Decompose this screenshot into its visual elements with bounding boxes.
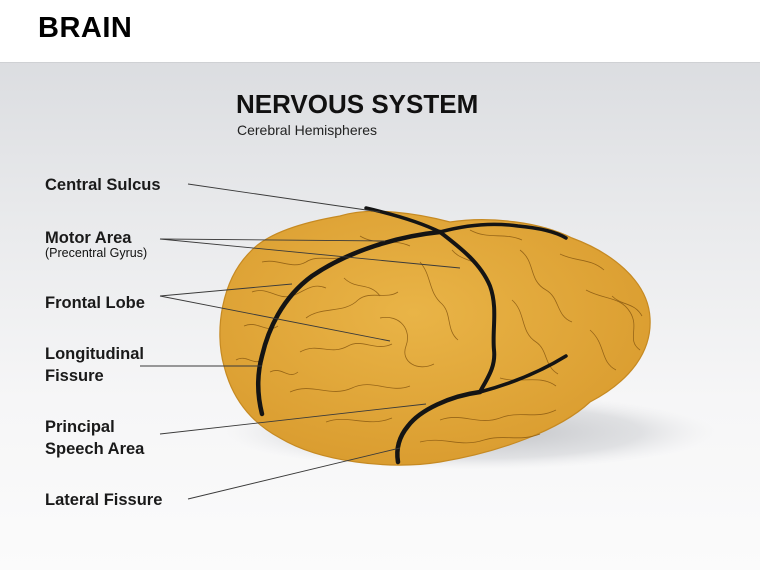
- brain-shape: [219, 210, 651, 466]
- page-title: BRAIN: [38, 12, 133, 44]
- gyri-lines: [235, 229, 643, 444]
- label-central-sulcus: Central Sulcus: [45, 176, 161, 194]
- longitudinal-fissure-line: [256, 229, 443, 417]
- label-lateral-fissure: Lateral Fissure: [45, 491, 163, 509]
- label-principal-speech-line1: Principal: [45, 418, 115, 436]
- leader-frontal-lobe-2: [159, 295, 391, 342]
- header-bar: BRAIN: [0, 0, 760, 63]
- leader-central-sulcus: [187, 183, 381, 213]
- leader-lateral-fissure: [187, 447, 401, 500]
- fissures: [256, 206, 568, 465]
- leader-motor-area-2: [159, 238, 461, 269]
- lateral-fissure-line: [395, 389, 483, 465]
- label-principal-speech-line2: Speech Area: [45, 440, 145, 458]
- leader-speech-area: [159, 403, 427, 435]
- leader-frontal-lobe-1: [159, 283, 293, 297]
- diagram-subtitle: Cerebral Hemispheres: [237, 122, 378, 138]
- label-principal-speech-area: Principal Speech Area: [45, 416, 144, 460]
- label-longitudinal-fissure: Longitudinal Fissure: [45, 343, 144, 387]
- label-motor-area-sub: (Precentral Gyrus): [45, 246, 148, 260]
- label-longitudinal-fissure-line1: Longitudinal: [45, 345, 144, 363]
- middle-fissure-line: [438, 230, 497, 394]
- label-longitudinal-fissure-line2: Fissure: [45, 367, 104, 385]
- label-motor-area: Motor Area: [45, 229, 132, 247]
- central-sulcus-line: [364, 206, 568, 240]
- diagram-title: NERVOUS SYSTEM: [236, 89, 479, 119]
- leader-motor-area-1: [159, 238, 386, 242]
- leader-lines: [140, 183, 461, 500]
- label-frontal-lobe: Frontal Lobe: [45, 294, 145, 312]
